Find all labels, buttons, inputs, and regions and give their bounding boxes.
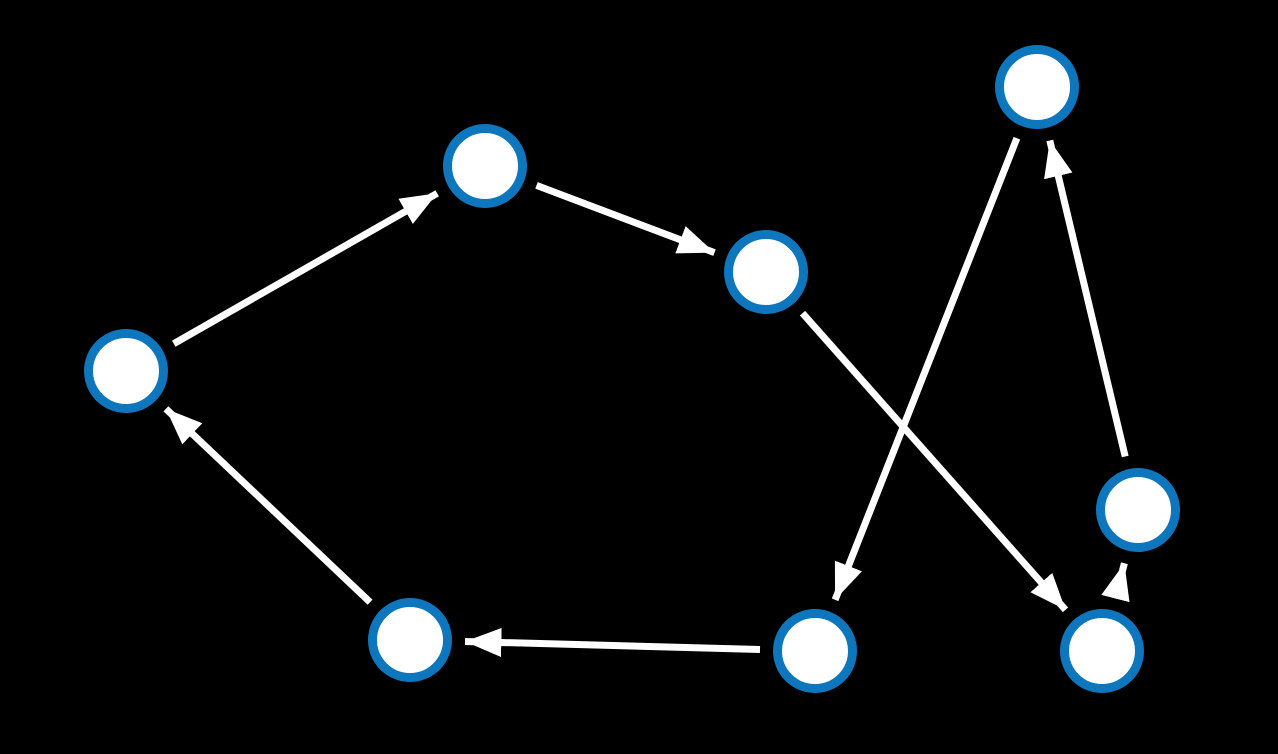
node-n6 — [368, 598, 452, 682]
edge-n3-n8 — [799, 310, 1069, 613]
node-n2 — [443, 124, 527, 208]
node-n7 — [773, 609, 857, 693]
edge-n2-n3 — [535, 182, 716, 256]
edge-n4-n2 — [172, 190, 439, 347]
node-n4 — [84, 329, 168, 413]
node-n8 — [1060, 609, 1144, 693]
edge-n5-n1 — [1044, 139, 1129, 458]
edge-n1-n7 — [831, 136, 1021, 602]
node-n1 — [995, 45, 1079, 129]
node-n5 — [1096, 468, 1180, 552]
node-n3 — [724, 230, 808, 314]
edge-n8-n5 — [1101, 562, 1130, 603]
edge-n7-n6 — [464, 627, 761, 658]
edge-n6-n4 — [163, 406, 373, 605]
